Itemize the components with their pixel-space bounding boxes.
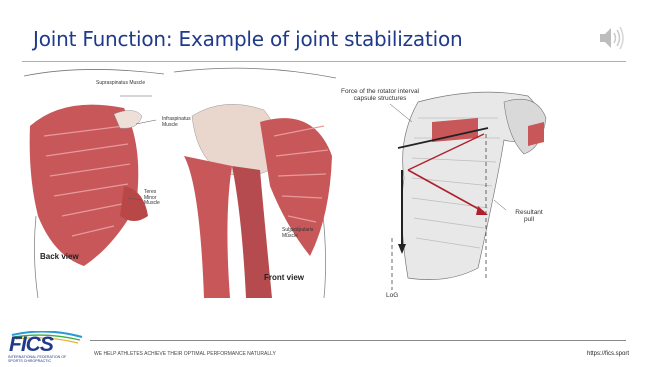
- label-subscapularis: Subscapularis Muscle: [282, 228, 322, 239]
- label-teres-minor: Teres Minor Muscle: [144, 190, 166, 207]
- title-divider: [22, 61, 626, 62]
- label-log: LoG: [386, 292, 398, 299]
- joint-stabilization-diagram: [328, 78, 578, 304]
- label-infraspinatus: Infraspinatus Muscle: [162, 117, 196, 128]
- label-supraspinatus: Supraspinatus Muscle: [96, 81, 176, 87]
- fics-logo-text: FICS: [9, 333, 53, 357]
- shoulder-muscles-illustration: [24, 66, 336, 298]
- fics-logo-subtext: International Federation of Sports Chiro…: [8, 355, 78, 364]
- footer-tagline: We help athletes achieve their optimal p…: [94, 351, 276, 357]
- label-rotator-interval-force: Force of the rotator interval capsule st…: [338, 88, 422, 102]
- label-front-view: Front view: [264, 274, 304, 283]
- label-back-view: Back view: [40, 253, 79, 262]
- label-resultant-pull: Resultant pull: [510, 209, 548, 223]
- speaker-icon[interactable]: [594, 22, 626, 54]
- footer-divider: [90, 340, 626, 341]
- footer-url-link[interactable]: https://fics.sport: [587, 351, 629, 357]
- slide-title: Joint Function: Example of joint stabili…: [33, 27, 462, 51]
